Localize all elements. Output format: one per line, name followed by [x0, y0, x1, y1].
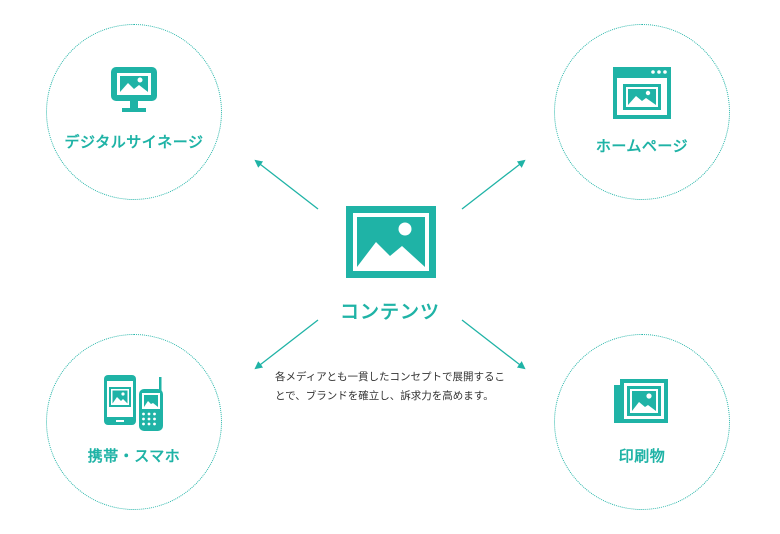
center-label: コンテンツ	[339, 301, 440, 323]
node-homepage: ホームページ	[554, 24, 730, 200]
description-text: 各メディアとも一貫したコンセプトで展開することで、ブランドを確立し、訴求力を高め…	[275, 371, 506, 402]
arrow-to-print	[461, 319, 526, 370]
arrow-to-mobile	[254, 319, 319, 370]
node-label: 印刷物	[618, 447, 666, 465]
node-label: 携帯・スマホ	[87, 447, 181, 465]
monitor-icon	[111, 67, 157, 119]
node-print: 印刷物	[554, 334, 730, 510]
browser-window-icon	[613, 67, 671, 123]
printed-matter-icon	[614, 379, 670, 427]
arrow-to-homepage	[461, 159, 526, 210]
image-icon	[346, 206, 436, 282]
node-label: デジタルサイネージ	[64, 133, 204, 151]
arrow-to-signage	[254, 159, 319, 210]
node-digital-signage: デジタルサイネージ	[46, 24, 222, 200]
node-mobile: 携帯・スマホ	[46, 334, 222, 510]
smartphone-icon	[104, 375, 164, 435]
node-label: ホームページ	[595, 137, 689, 155]
